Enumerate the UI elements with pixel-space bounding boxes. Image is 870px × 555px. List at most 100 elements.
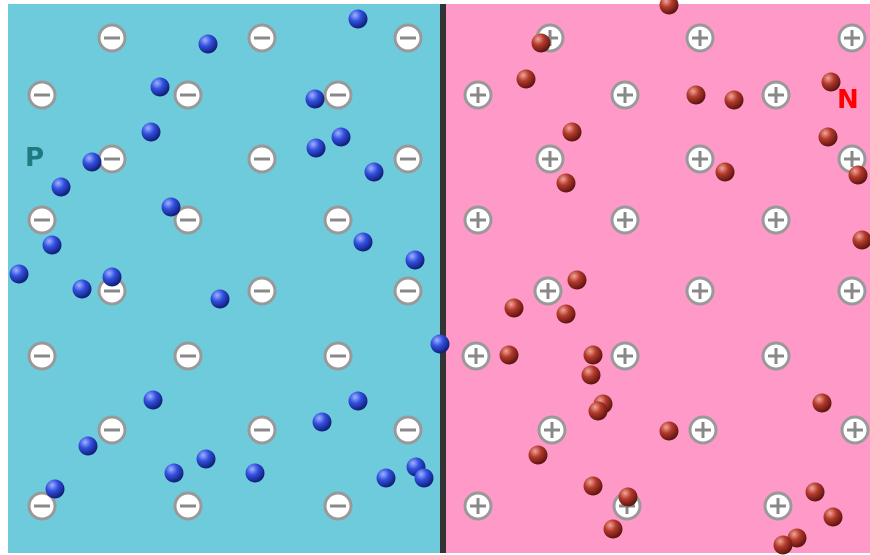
electron-carrier-icon bbox=[529, 446, 548, 465]
electron-carrier-icon bbox=[500, 346, 519, 365]
positive-ion-icon bbox=[842, 417, 868, 443]
hole-carrier-icon bbox=[46, 480, 65, 499]
hole-carrier-icon bbox=[306, 90, 325, 109]
electron-carrier-icon bbox=[774, 536, 793, 555]
hole-carrier-icon bbox=[354, 233, 373, 252]
electron-carrier-icon bbox=[557, 305, 576, 324]
hole-carrier-icon bbox=[211, 290, 230, 309]
positive-ion-icon bbox=[465, 493, 491, 519]
hole-carrier-icon bbox=[79, 437, 98, 456]
negative-ion-icon bbox=[99, 417, 125, 443]
hole-carrier-icon bbox=[406, 251, 425, 270]
electron-carrier-icon bbox=[660, 422, 679, 441]
hole-carrier-icon bbox=[142, 123, 161, 142]
p-region-label: P bbox=[25, 143, 44, 173]
hole-carrier-icon bbox=[10, 265, 29, 284]
positive-ion-icon bbox=[465, 82, 491, 108]
electron-carrier-icon bbox=[582, 366, 601, 385]
positive-ion-icon bbox=[763, 82, 789, 108]
hole-carrier-icon bbox=[43, 236, 62, 255]
positive-ion-icon bbox=[537, 146, 563, 172]
negative-ion-icon bbox=[249, 146, 275, 172]
negative-ion-icon bbox=[175, 343, 201, 369]
hole-carrier-icon bbox=[313, 413, 332, 432]
hole-carrier-icon bbox=[151, 78, 170, 97]
negative-ion-icon bbox=[249, 25, 275, 51]
hole-carrier-icon bbox=[415, 469, 434, 488]
hole-carrier-icon bbox=[103, 268, 122, 287]
negative-ion-icon bbox=[29, 207, 55, 233]
negative-ion-icon bbox=[325, 493, 351, 519]
hole-carrier-icon bbox=[52, 178, 71, 197]
electron-carrier-icon bbox=[604, 520, 623, 539]
electron-carrier-icon bbox=[584, 477, 603, 496]
negative-ion-icon bbox=[249, 278, 275, 304]
hole-carrier-icon bbox=[349, 392, 368, 411]
n-region-label: N bbox=[837, 85, 859, 115]
hole-carrier-icon bbox=[165, 464, 184, 483]
electron-carrier-icon bbox=[716, 163, 735, 182]
hole-carrier-icon bbox=[431, 335, 450, 354]
negative-ion-icon bbox=[395, 417, 421, 443]
positive-ion-icon bbox=[687, 25, 713, 51]
hole-carrier-icon bbox=[197, 450, 216, 469]
electron-carrier-icon bbox=[589, 402, 608, 421]
hole-carrier-icon bbox=[365, 163, 384, 182]
negative-ion-icon bbox=[249, 417, 275, 443]
hole-carrier-icon bbox=[246, 464, 265, 483]
electron-carrier-icon bbox=[824, 508, 843, 527]
positive-ion-icon bbox=[612, 343, 638, 369]
p-region bbox=[8, 4, 442, 553]
negative-ion-icon bbox=[325, 82, 351, 108]
hole-carrier-icon bbox=[377, 469, 396, 488]
negative-ion-icon bbox=[325, 343, 351, 369]
positive-ion-icon bbox=[839, 278, 865, 304]
n-region bbox=[444, 4, 870, 553]
electron-carrier-icon bbox=[849, 166, 868, 185]
hole-carrier-icon bbox=[349, 10, 368, 29]
positive-ion-icon bbox=[687, 146, 713, 172]
hole-carrier-icon bbox=[307, 139, 326, 158]
electron-carrier-icon bbox=[505, 299, 524, 318]
electron-carrier-icon bbox=[806, 483, 825, 502]
negative-ion-icon bbox=[99, 146, 125, 172]
hole-carrier-icon bbox=[199, 35, 218, 54]
electron-carrier-icon bbox=[819, 128, 838, 147]
positive-ion-icon bbox=[612, 207, 638, 233]
negative-ion-icon bbox=[99, 25, 125, 51]
electron-carrier-icon bbox=[813, 394, 832, 413]
negative-ion-icon bbox=[175, 82, 201, 108]
positive-ion-icon bbox=[539, 417, 565, 443]
electron-carrier-icon bbox=[619, 488, 638, 507]
electron-carrier-icon bbox=[563, 123, 582, 142]
negative-ion-icon bbox=[175, 493, 201, 519]
positive-ion-icon bbox=[763, 343, 789, 369]
hole-carrier-icon bbox=[332, 128, 351, 147]
hole-carrier-icon bbox=[144, 391, 163, 410]
electron-carrier-icon bbox=[568, 271, 587, 290]
electron-carrier-icon bbox=[557, 174, 576, 193]
electron-carrier-icon bbox=[584, 346, 603, 365]
positive-ion-icon bbox=[690, 417, 716, 443]
negative-ion-icon bbox=[325, 207, 351, 233]
negative-ion-icon bbox=[29, 343, 55, 369]
negative-ion-icon bbox=[395, 25, 421, 51]
positive-ion-icon bbox=[763, 207, 789, 233]
negative-ion-icon bbox=[395, 278, 421, 304]
positive-ion-icon bbox=[839, 25, 865, 51]
negative-ion-icon bbox=[395, 146, 421, 172]
positive-ion-icon bbox=[465, 207, 491, 233]
junction-line bbox=[440, 4, 446, 553]
positive-ion-icon bbox=[687, 278, 713, 304]
electron-carrier-icon bbox=[687, 86, 706, 105]
positive-ion-icon bbox=[535, 278, 561, 304]
electron-carrier-icon bbox=[532, 34, 551, 53]
electron-carrier-icon bbox=[725, 91, 744, 110]
positive-ion-icon bbox=[463, 343, 489, 369]
hole-carrier-icon bbox=[83, 153, 102, 172]
electron-carrier-icon bbox=[517, 70, 536, 89]
hole-carrier-icon bbox=[73, 280, 92, 299]
hole-carrier-icon bbox=[162, 198, 181, 217]
negative-ion-icon bbox=[29, 82, 55, 108]
